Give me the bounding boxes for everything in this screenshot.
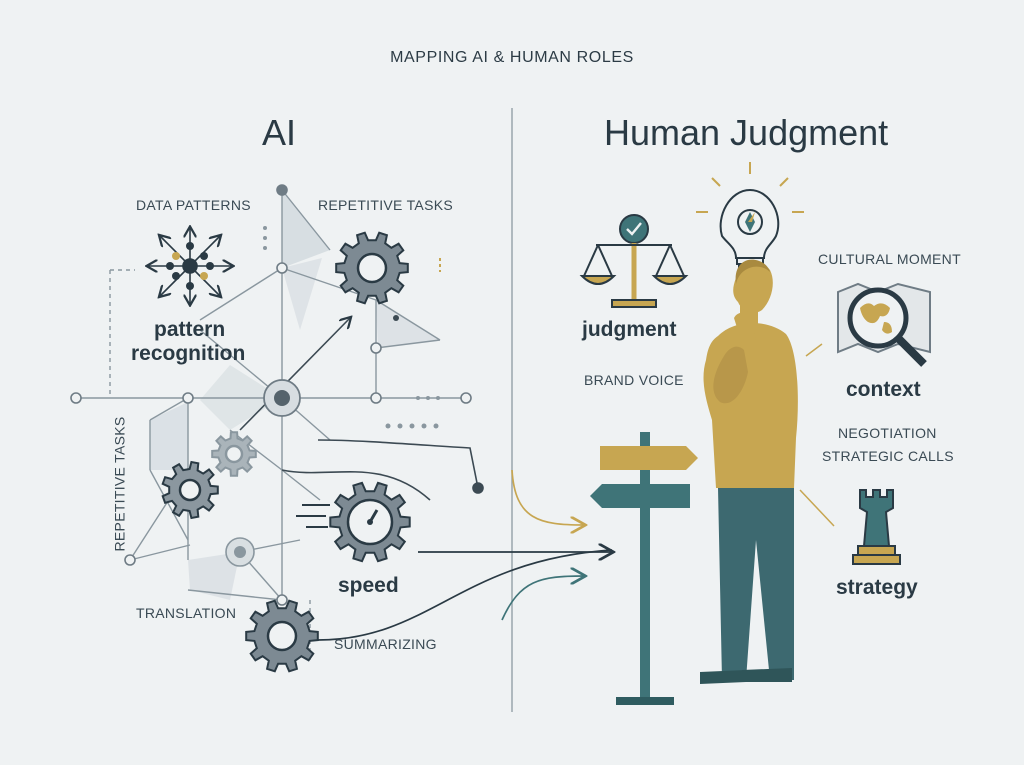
brand-voice-label: BRAND VOICE: [584, 372, 684, 388]
repetitive-tasks-top-label: REPETITIVE TASKS: [318, 197, 453, 213]
gear-icon: [211, 431, 257, 477]
magnifier-map-icon: [805, 282, 931, 367]
negotiation-label: NEGOTIATION: [838, 425, 937, 441]
dot-accents: [263, 226, 440, 429]
pattern-label-line1: pattern: [154, 318, 226, 341]
network-nodes-icon: [148, 228, 232, 304]
pattern-label-line2: recognition: [131, 342, 246, 365]
network-nodes: [70, 184, 484, 606]
cultural-moment-label: CULTURAL MOMENT: [818, 251, 961, 267]
signpost-icon: [590, 432, 698, 705]
flow-arrows: [317, 469, 612, 641]
judgment-label: judgment: [582, 318, 677, 341]
translation-label: TRANSLATION: [136, 605, 237, 621]
context-label: context: [846, 378, 921, 401]
speed-lines: [296, 504, 330, 528]
summarizing-label: SUMMARIZING: [334, 636, 437, 652]
speedometer-gear-icon: [329, 481, 411, 563]
curved-connectors: [239, 318, 479, 501]
repetitive-tasks-side-label: REPETITIVE TASKS: [111, 416, 128, 552]
network-graph: [76, 189, 466, 660]
data-patterns-label: DATA PATTERNS: [136, 197, 251, 213]
ai-heading: AI: [262, 112, 297, 153]
chess-rook-icon: [799, 489, 901, 565]
page-title: MAPPING AI & HUMAN ROLES: [390, 49, 634, 66]
speed-label: speed: [338, 574, 399, 597]
lightbulb-compass-icon: [696, 162, 804, 270]
human-heading: Human Judgment: [604, 112, 889, 153]
gear-icon: [161, 460, 219, 520]
scales-icon: [579, 214, 689, 308]
thinking-person-icon: [700, 259, 798, 684]
hub-node: [263, 379, 301, 417]
strategic-calls-label: STRATEGIC CALLS: [822, 448, 954, 464]
strategy-label: strategy: [836, 576, 918, 599]
gear-icon: [335, 231, 409, 305]
gear-icon: [245, 599, 319, 673]
